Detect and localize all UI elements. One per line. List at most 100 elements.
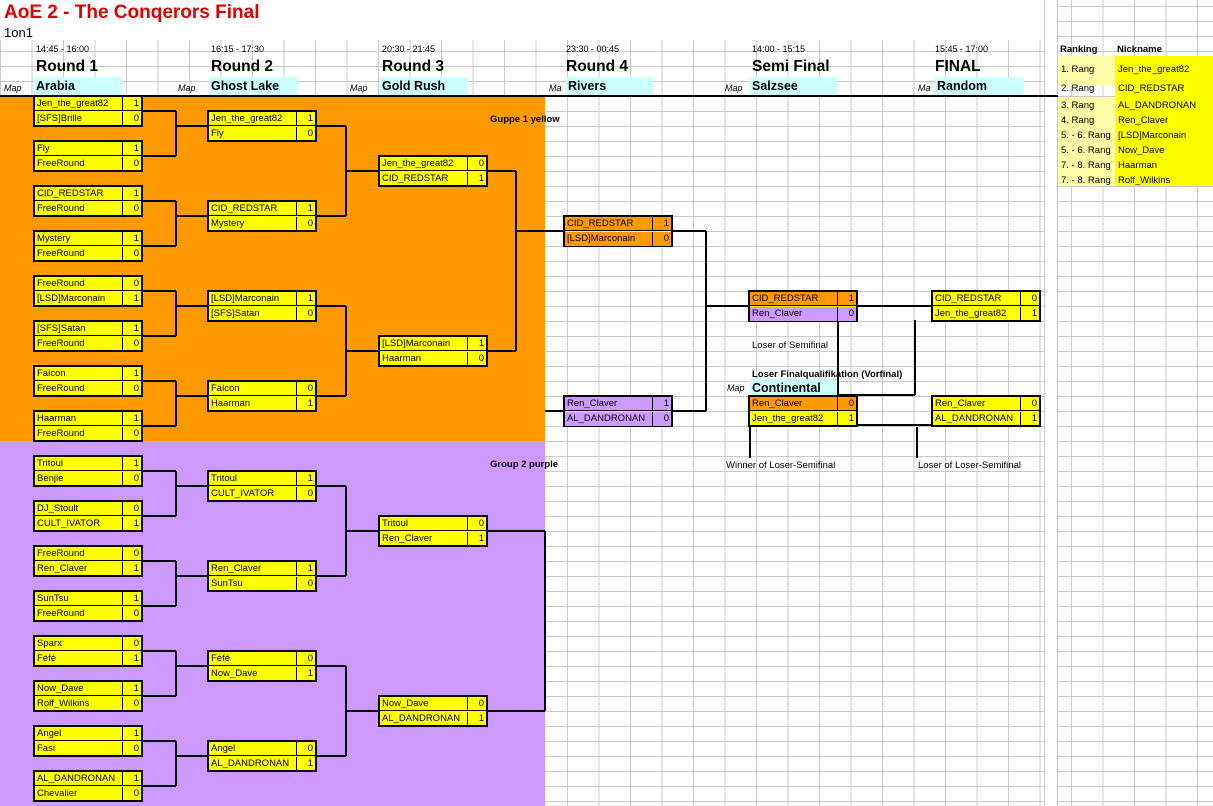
sheet-title: AoE 2 - The Conqerors Final	[4, 2, 260, 23]
player-name: SunTsu	[209, 577, 297, 591]
ranking-rank-column	[1058, 56, 1115, 86]
player-name: CID_REDSTAR	[209, 202, 297, 216]
player-name: FreeRound	[35, 202, 123, 216]
map-name: Random	[935, 77, 1023, 95]
match-slot: AL_DANDRONAN 1	[209, 757, 315, 771]
player-name: Fasi	[35, 742, 123, 756]
ranking-rank-lower	[1058, 97, 1115, 186]
ranking-rank: 3. Rang	[1061, 100, 1095, 111]
round-name: Round 2	[211, 58, 273, 75]
player-name: [LSD]Marconain	[380, 337, 468, 351]
loser-loser-semifinal-note: Loser of Loser-Semifinal	[918, 460, 1021, 471]
player-score: 0	[133, 473, 139, 484]
player-score: 0	[133, 383, 139, 394]
ranking-nickname: Now_Dave	[1118, 145, 1165, 156]
player-name: FreeRound	[35, 157, 123, 171]
player-score: 1	[133, 368, 139, 379]
player-name: Now_Dave	[380, 697, 468, 711]
player-name: FreeRound	[35, 382, 123, 396]
player-score: 1	[478, 173, 484, 184]
player-name: [LSD]Marconain	[35, 292, 123, 306]
player-name: AL_DANDRONAN	[35, 772, 123, 786]
player-name: Ren_Claver	[209, 562, 297, 576]
player-name: DJ_Stoult	[35, 502, 123, 516]
player-score: 0	[307, 743, 313, 754]
player-score: 1	[307, 668, 313, 679]
ranking-nickname: CID_REDSTAR	[1118, 83, 1185, 94]
player-score: 0	[133, 203, 139, 214]
player-name: Fly	[209, 127, 297, 141]
player-name: CID_REDSTAR	[565, 217, 653, 231]
player-score: 0	[848, 398, 854, 409]
round-time: 20:30 - 21:45	[382, 44, 436, 54]
player-name: [SFS]Brille	[35, 112, 123, 126]
round-name: Round 4	[566, 58, 628, 75]
round-name: Round 1	[36, 58, 98, 75]
player-name: Fly	[35, 142, 123, 156]
player-name: CID_REDSTAR	[750, 292, 838, 306]
player-name: [SFS]Satan	[209, 307, 297, 321]
player-name: AL_DANDRONAN	[380, 712, 468, 726]
player-score: 0	[848, 308, 854, 319]
round-time: 14:45 - 16:00	[36, 44, 90, 54]
round-time: 16:15 - 17:30	[211, 44, 265, 54]
player-score: 1	[307, 758, 313, 769]
round-name: Round 3	[382, 58, 444, 75]
player-name: AL_DANDRONAN	[209, 757, 297, 771]
player-score: 0	[478, 158, 484, 169]
player-name: Ren_Claver	[750, 307, 838, 321]
winner-loser-semifinal-note: Winner of Loser-Semifinal	[726, 460, 836, 471]
header-white	[0, 0, 1044, 40]
player-score: 0	[133, 548, 139, 559]
map-name: Salzsee	[750, 77, 838, 95]
round-name: Semi Final	[752, 58, 830, 75]
round-time: 15:45 - 17:00	[935, 44, 989, 54]
map-label: Map	[4, 83, 22, 93]
header-rule	[0, 95, 1058, 97]
match-slot: FreeRound 0	[35, 157, 141, 171]
player-score: 0	[133, 158, 139, 169]
player-name: Ren_Claver	[380, 532, 468, 546]
player-name: FreeRound	[35, 427, 123, 441]
ranking-rank: 7. - 8. Rang	[1061, 175, 1111, 186]
player-name: Tritoul	[35, 457, 123, 471]
map-name: Ghost Lake	[209, 77, 297, 95]
player-score: 1	[133, 728, 139, 739]
player-score: 0	[133, 698, 139, 709]
player-score: 0	[307, 653, 313, 664]
map-label: Ma	[549, 83, 562, 93]
player-name: FreeRound	[35, 247, 123, 261]
round-time: 23:30 - 00:45	[566, 44, 620, 54]
map-label: Map	[350, 83, 368, 93]
map-name: Rivers	[566, 77, 654, 95]
ranking-rank: 7. - 8. Rang	[1061, 160, 1111, 171]
